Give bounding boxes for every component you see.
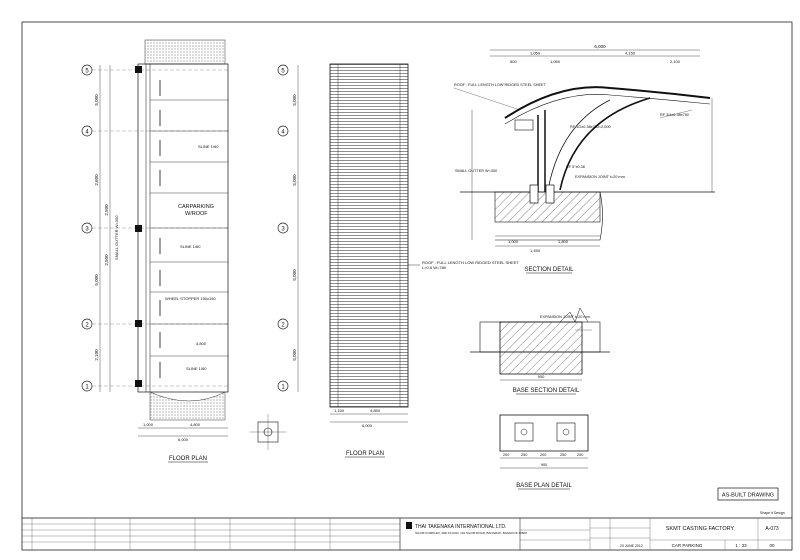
floor-plan-1-title: FLOOR PLAN xyxy=(169,456,207,462)
callout-rf2: RF 3/4x0.38x750 xyxy=(660,113,689,117)
base-plan-dim-5: 200 xyxy=(577,453,583,457)
section-dim-1050b: 1,050 xyxy=(550,59,561,64)
title-block: THAI TAKENAKA INTERNATIONAL LTD. SILOM C… xyxy=(22,511,792,550)
base-plan-detail-title: BASE PLAN DETAIL xyxy=(516,483,572,489)
dim-v2: 2,600 xyxy=(94,174,99,186)
column-detail-small xyxy=(250,414,286,450)
roof-sheet xyxy=(329,63,409,408)
sheet-border xyxy=(21,21,793,551)
floor-plan-1: 5 4 3 2 1 5,000 2,600 2,500 2,500 5,000 … xyxy=(81,39,230,463)
issue-date: 20 JUNE 2012 xyxy=(620,544,643,548)
wheel-stopper-label: WHEEL STOPPER 150x150 xyxy=(165,296,216,301)
carparking-label: CARPARKING xyxy=(178,204,214,210)
base-plan-dim-3: 200 xyxy=(540,453,546,457)
slot-label-3: SLINE 1/60 xyxy=(186,366,207,371)
section-dim-1050: 1,050 xyxy=(530,51,541,56)
dim-v3: 2,500 xyxy=(104,204,109,216)
grid-marker-3: 3 xyxy=(85,227,89,233)
roof-note-2: L=0.6 W=780 xyxy=(422,265,447,270)
floor-plan-2: 5 4 3 2 1 5,000 5,000 5,000 5,000 ROOF :… xyxy=(277,63,519,458)
base-plan-dim-1: 200 xyxy=(503,453,509,457)
grid-marker-4: 4 xyxy=(85,130,89,136)
base-section-detail-title: BASE SECTION DETAIL xyxy=(513,388,580,394)
floor-plan-2-title: FLOOR PLAN xyxy=(346,451,384,457)
dim-6000: 6,000 xyxy=(178,437,189,442)
grid-marker-2b: 2 xyxy=(281,323,285,329)
section-dim-4150: 4,150 xyxy=(625,51,636,56)
grid-marker-1: 1 xyxy=(85,385,89,391)
grid-marker-5b: 5 xyxy=(281,69,285,75)
section-dim-2100: 2,100 xyxy=(670,59,681,64)
base-section-dim-900: 900 xyxy=(538,374,545,379)
section-dim-1800: 1,800 xyxy=(558,239,569,244)
grid-marker-5: 5 xyxy=(85,69,89,75)
dim-4800: 4,800 xyxy=(190,422,201,427)
roof-note: ROOF : FULL LENGTH LOW RIDGED STEEL SHEE… xyxy=(422,260,519,265)
slot-label-2: SLINE 1/60 xyxy=(180,244,201,249)
callout-gutter: SMALL GUTTER W=300 xyxy=(455,169,497,173)
base-plan-dim-2: 250 xyxy=(521,453,527,457)
section-dim-500: 500 xyxy=(510,59,517,64)
base-plan-dim-4: 250 xyxy=(560,453,566,457)
grid-marker-1b: 1 xyxy=(281,385,285,391)
dim-v5: 5,000 xyxy=(94,274,99,286)
roof-dim-v2: 5,000 xyxy=(292,174,297,186)
small-gutter-label: SMALL GUTTER W=300 xyxy=(114,215,119,260)
section-dim-1450: 1,450 xyxy=(530,248,541,253)
dim-v4: 2,500 xyxy=(104,254,109,266)
section-detail-title: SECTION DETAIL xyxy=(525,267,575,273)
company-name: THAI TAKENAKA INTERNATIONAL LTD. xyxy=(415,524,506,530)
base-section-detail: EXPANSION JOINT t=20 mm. 900 BASE SECTIO… xyxy=(470,307,610,395)
company-logo xyxy=(406,522,412,529)
design-brand: Shape it Design xyxy=(760,511,785,515)
roof-dim-4850: 4,850 xyxy=(370,408,381,413)
callout-rf3: RF 5"x0.38 xyxy=(566,165,585,169)
base-plan-dim-900: 900 xyxy=(541,463,547,467)
base-plan-detail: 200 250 200 250 200 900 BASE PLAN DETAIL xyxy=(499,414,589,490)
as-built-label: AS-BUILT DRAWING xyxy=(722,493,774,499)
callout-rf1: RF 1/2x0.38x750=2,000 xyxy=(570,125,611,129)
wroof-label: W/ROOF xyxy=(185,211,208,217)
dim-v6: 2,100 xyxy=(94,349,99,361)
dim-1000: 1,000 xyxy=(143,422,154,427)
section-dim-6000: 6,000 xyxy=(594,44,606,49)
company-address: SILOM COMPLEX, 28th FLOOR, 191 SILOM ROA… xyxy=(415,531,527,535)
grid-marker-3b: 3 xyxy=(281,227,285,233)
slot-label-1: SLINE 1/60 xyxy=(198,144,219,149)
section-detail: 6,000 1,050 4,150 500 1,050 2,100 ROOF :… xyxy=(453,44,715,274)
callout-expansion: EXPANSION JOINT t=20 mm. xyxy=(575,175,626,179)
grid-markers-right: 5 4 3 2 1 xyxy=(277,64,289,392)
drawing-number: A-073 xyxy=(765,526,779,532)
grid-marker-2: 2 xyxy=(85,323,89,329)
section-dim-1000: 1,000 xyxy=(508,239,519,244)
roof-dim-1150: 1,150 xyxy=(334,408,345,413)
roof-dim-6000: 6,000 xyxy=(362,423,373,428)
dim-v1: 5,000 xyxy=(94,94,99,106)
roof-dim-v3: 5,000 xyxy=(292,269,297,281)
as-built-stamp: AS-BUILT DRAWING xyxy=(717,487,779,501)
base-section-callout: EXPANSION JOINT t=20 mm. xyxy=(540,315,591,319)
roof-dim-v4: 5,000 xyxy=(292,349,297,361)
section-roof-note: ROOF : FULL LENGTH LOW RIDGED STEEL SHEE… xyxy=(454,83,547,87)
roof-dim-v1: 5,000 xyxy=(292,94,297,106)
revision-number: 00 xyxy=(769,543,775,548)
sheet-scale: 1 : 33 xyxy=(735,543,747,548)
sheet-title: CAR PARKING xyxy=(672,543,703,548)
grid-marker-4b: 4 xyxy=(281,130,285,136)
dim-4800-inner: 4,800 xyxy=(196,341,207,346)
project-name: SKMT CASTING FACTORY xyxy=(666,526,735,532)
